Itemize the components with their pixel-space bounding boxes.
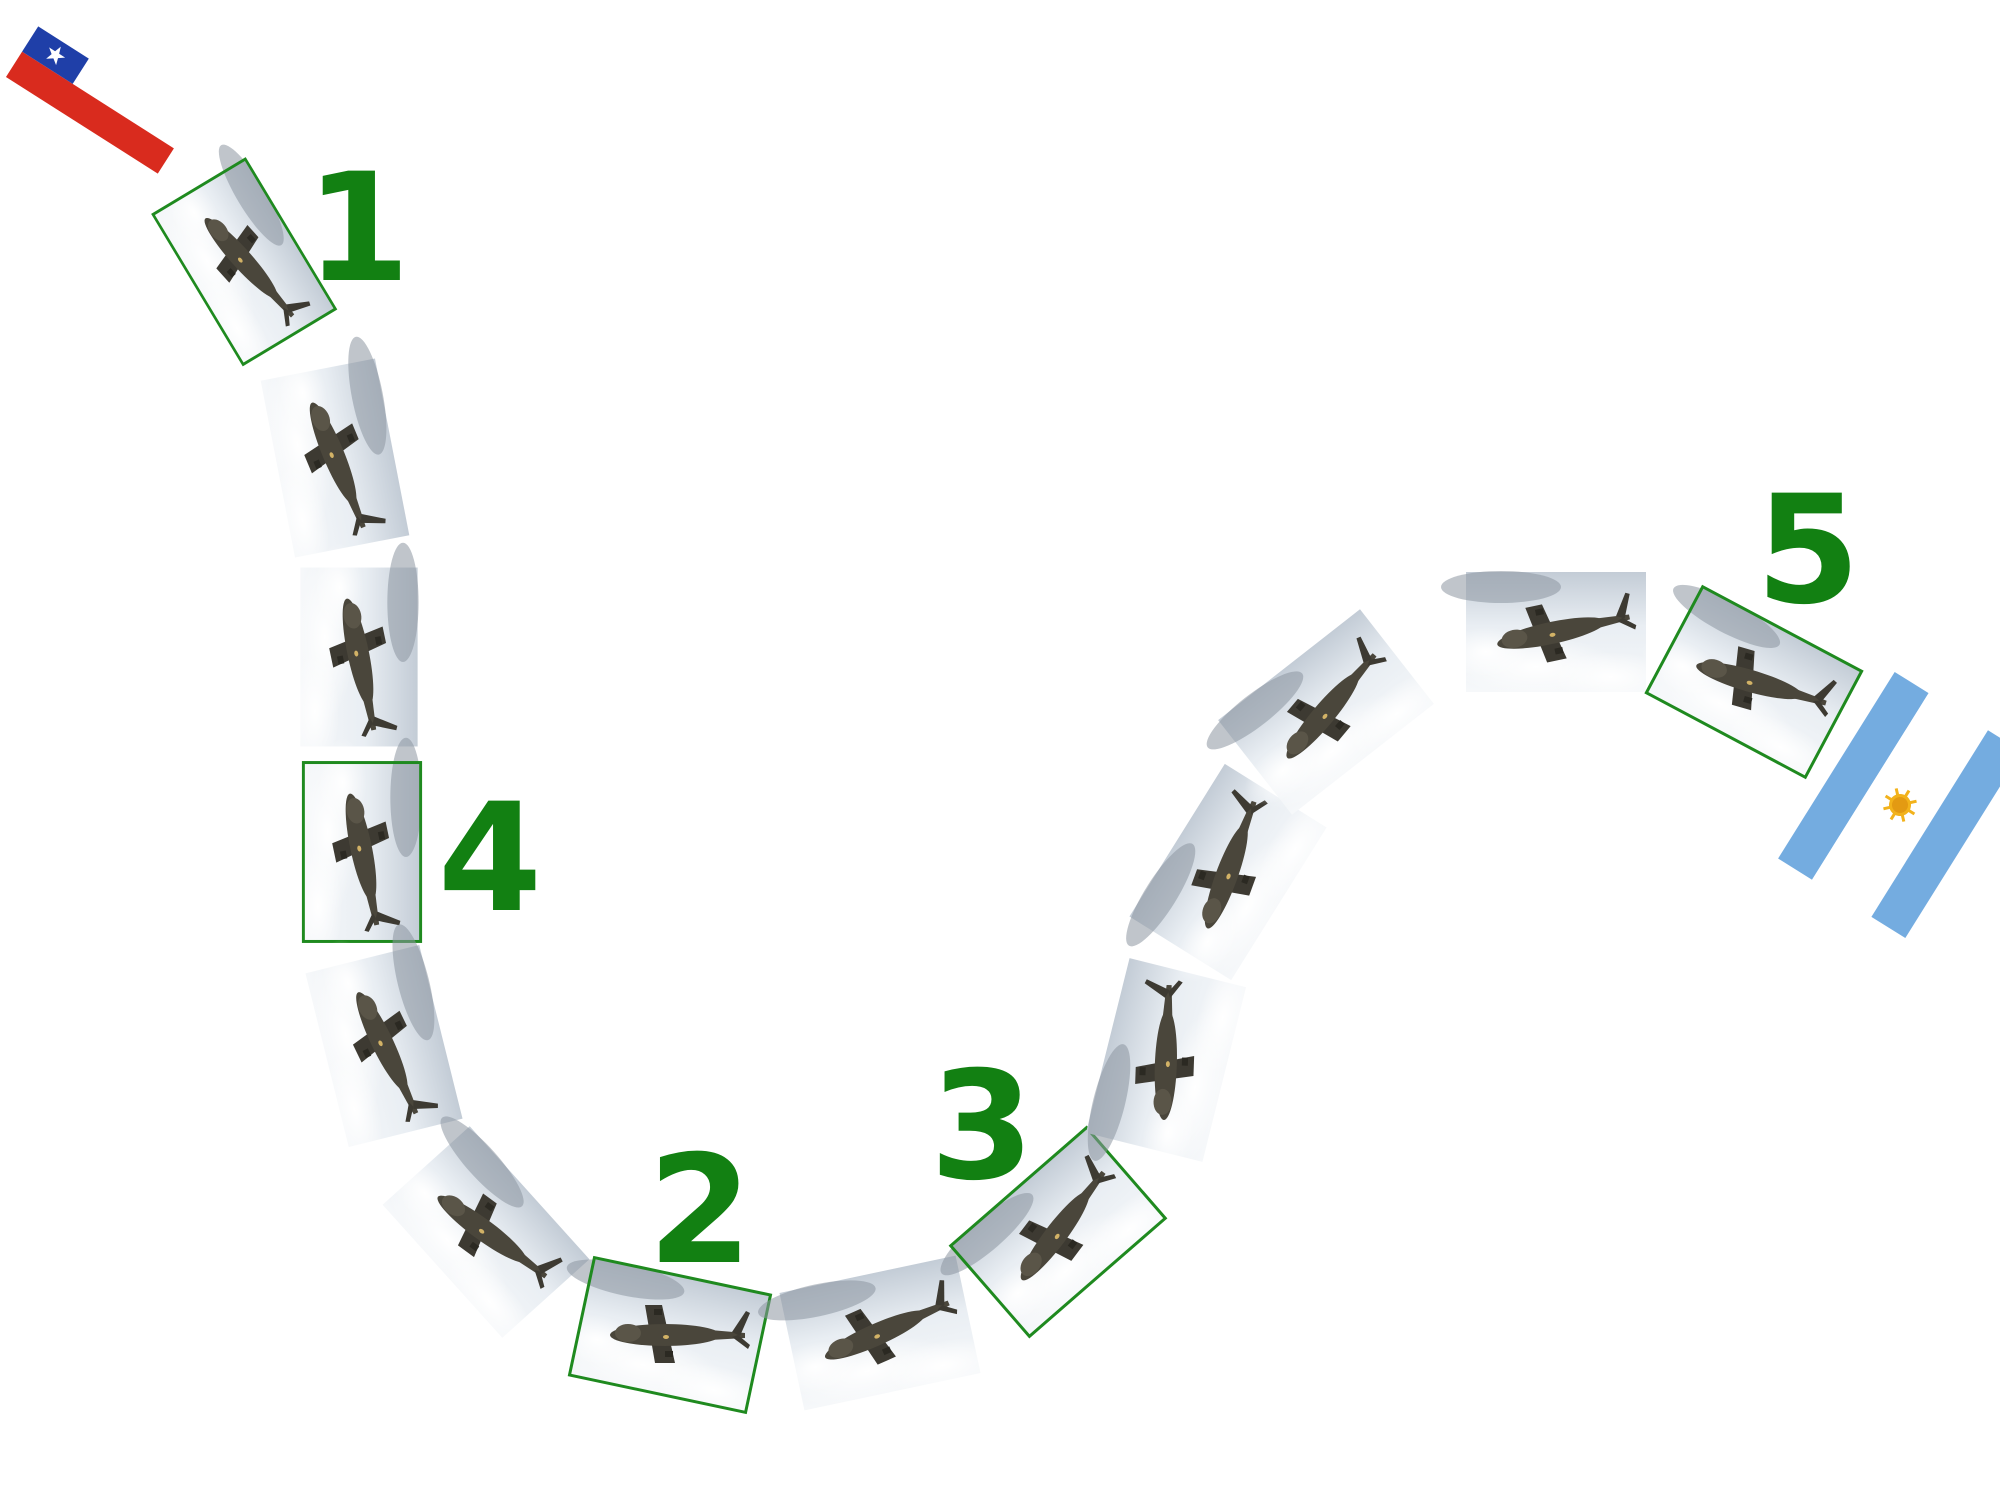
marker-2: 2 xyxy=(648,1124,752,1298)
tile[interactable] xyxy=(290,542,419,772)
tile[interactable] xyxy=(542,1251,796,1428)
highlight-border xyxy=(151,157,338,367)
highlight-border xyxy=(301,761,423,943)
marker-3: 3 xyxy=(930,1040,1034,1214)
highlight-border xyxy=(1644,584,1864,780)
marker-1: 1 xyxy=(306,142,410,316)
highlight-border xyxy=(567,1255,773,1415)
marker-4: 4 xyxy=(438,772,542,946)
tile[interactable] xyxy=(132,137,349,390)
tile[interactable] xyxy=(754,1249,1008,1426)
tile[interactable] xyxy=(293,737,423,967)
tile[interactable] xyxy=(1619,574,1885,798)
highlight-border xyxy=(948,1125,1168,1339)
argentina-flag-icon xyxy=(1778,671,2000,939)
marker-5: 5 xyxy=(1756,464,1860,638)
tile[interactable] xyxy=(1441,571,1671,702)
tile[interactable] xyxy=(931,1110,1191,1361)
chile-flag-icon xyxy=(5,26,191,174)
